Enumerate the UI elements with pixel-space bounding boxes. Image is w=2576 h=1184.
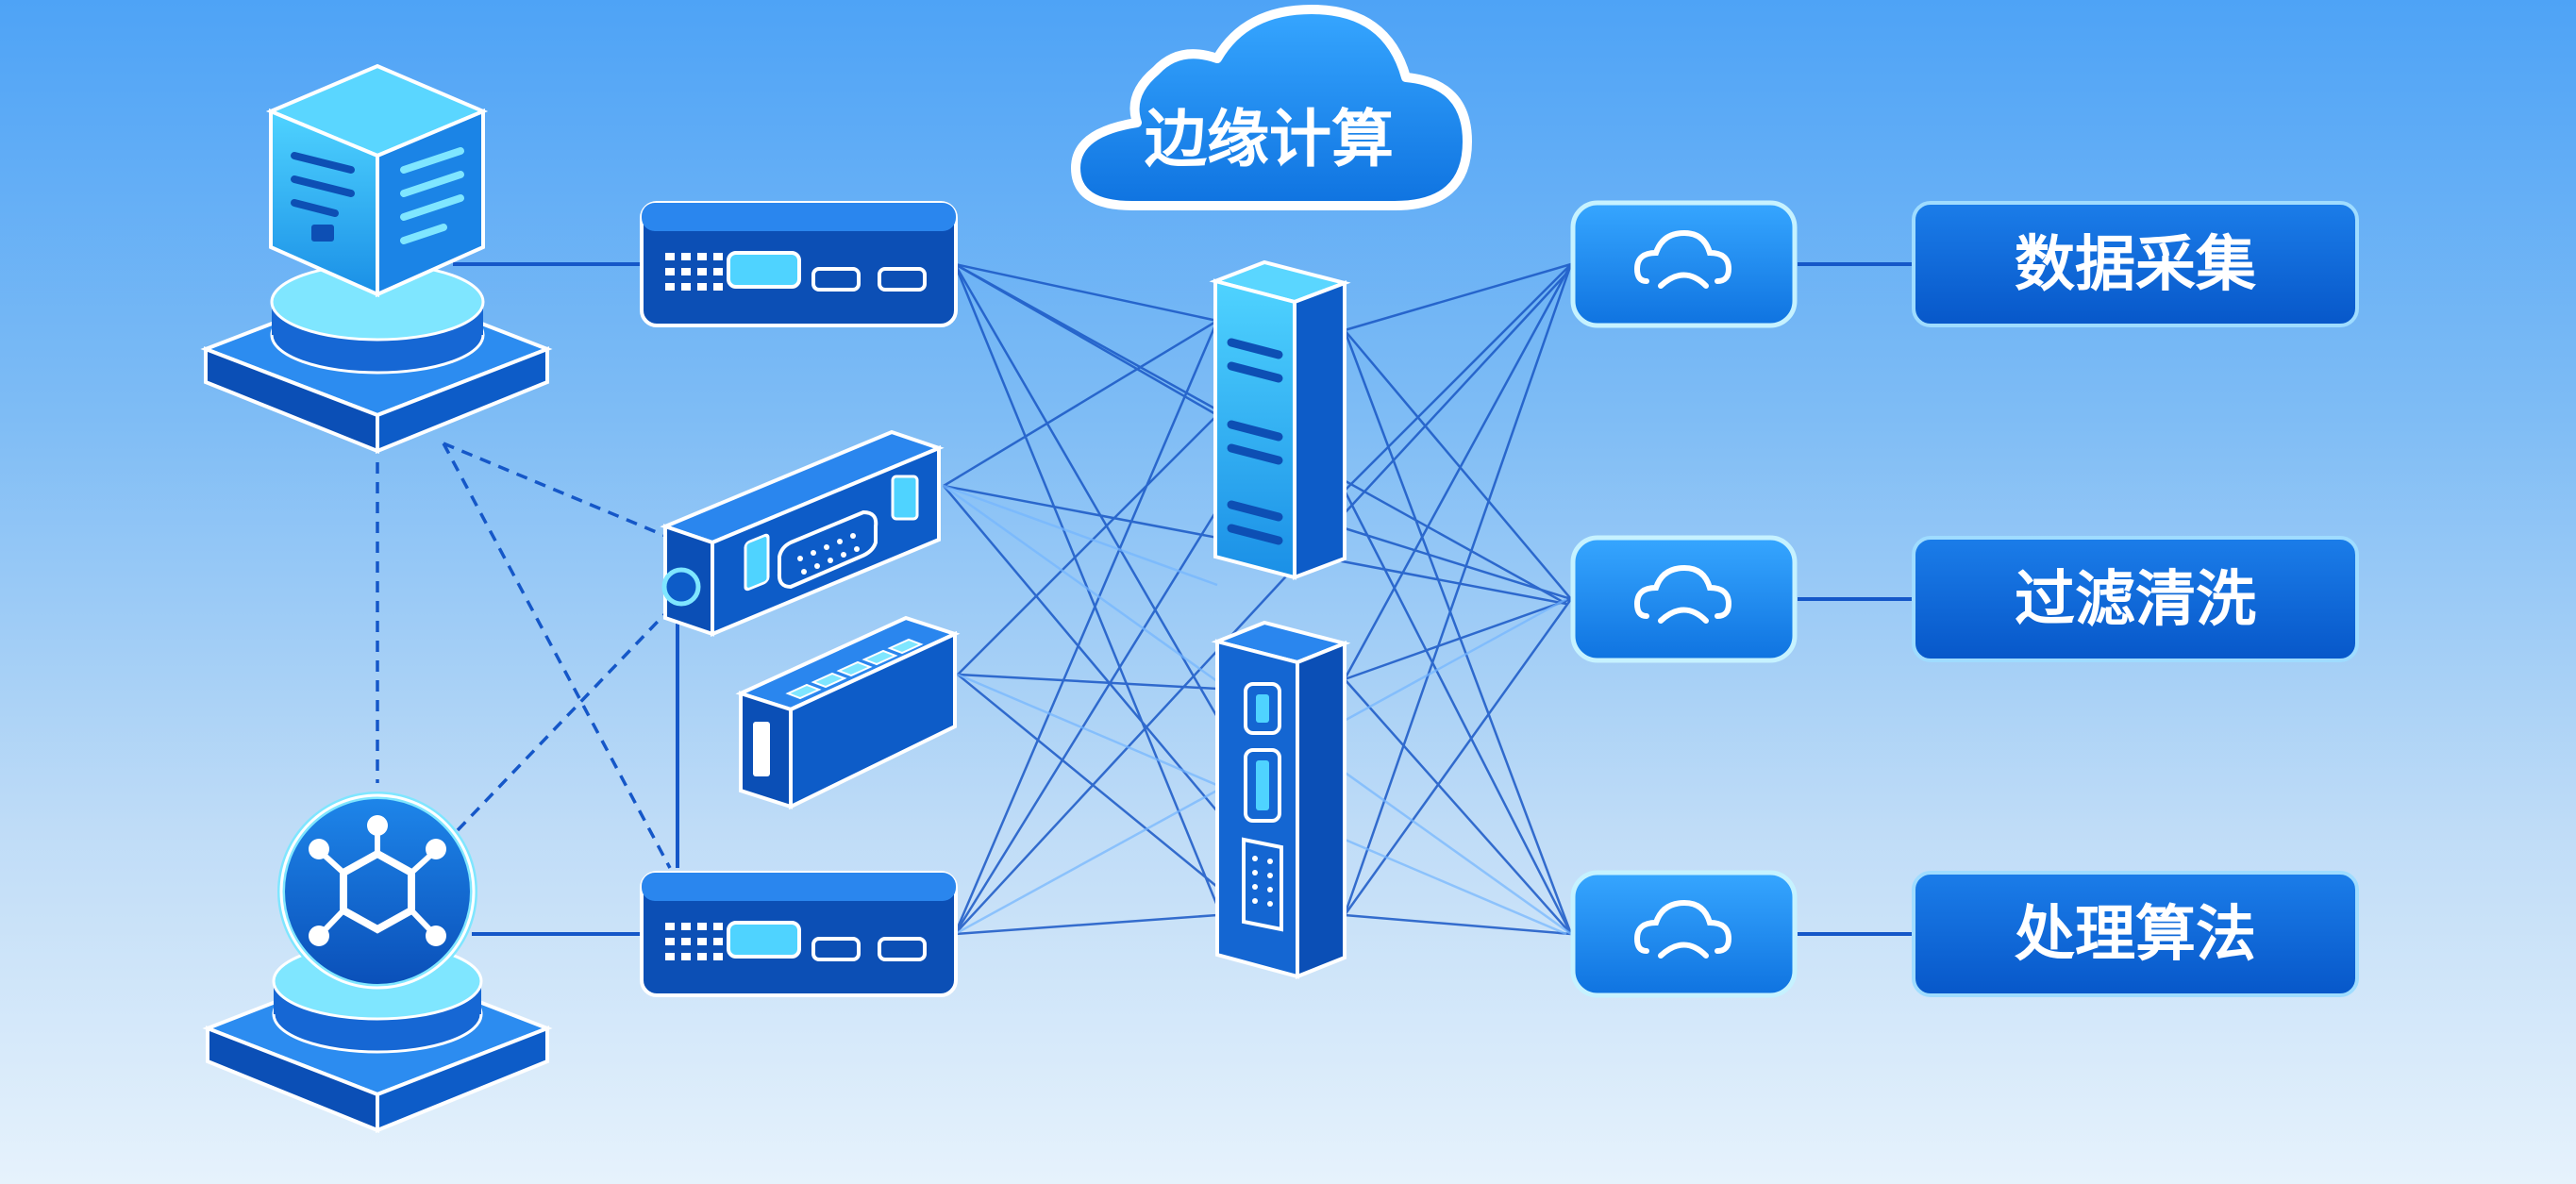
server-node	[200, 63, 553, 454]
server-cube-icon	[265, 63, 489, 298]
router-bottom	[640, 871, 958, 997]
pipeline-label-3: 处理算法	[1912, 871, 2359, 997]
cloud-icon	[1633, 564, 1732, 624]
cloud-node-2	[1570, 535, 1798, 663]
cloud-node-1	[1570, 200, 1798, 328]
cloud-node-3	[1570, 870, 1798, 998]
pipeline-label-1: 数据采集	[1912, 201, 2359, 327]
edge-computing-cloud: 边缘计算	[1071, 5, 1472, 210]
cloud-icon	[1633, 229, 1732, 289]
cloud-title: 边缘计算	[1145, 103, 1394, 175]
cloud-icon	[1633, 899, 1732, 959]
hub-network-icon	[277, 792, 477, 992]
router-top	[640, 201, 958, 327]
hub-node	[202, 792, 553, 1133]
server-rack-lower	[1211, 620, 1351, 979]
pipeline-label-2: 过滤清洗	[1912, 536, 2359, 662]
pipeline-label-text: 数据采集	[2015, 230, 2256, 300]
pipeline-connectors	[1798, 262, 1915, 936]
dashed-connections	[376, 442, 677, 869]
network-switch-icon	[735, 615, 961, 810]
server-rack-upper	[1209, 259, 1351, 580]
left-connections	[453, 262, 679, 936]
pipeline-label-text: 过滤清洗	[2015, 565, 2256, 635]
router-tilted	[660, 429, 945, 637]
pipeline-label-text: 处理算法	[2015, 900, 2256, 970]
